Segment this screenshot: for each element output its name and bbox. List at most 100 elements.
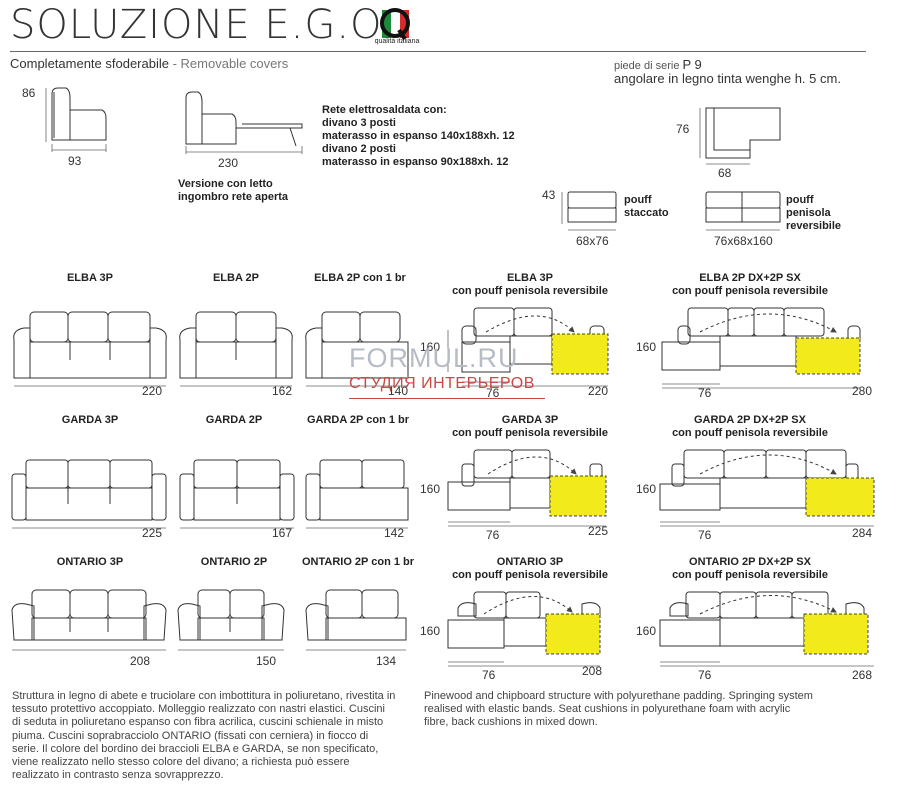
elba-2p-corner-drawing bbox=[661, 307, 861, 389]
pouf-highlight bbox=[803, 613, 869, 655]
net-line-1: divano 3 posti bbox=[322, 117, 396, 129]
corner-width: 280 bbox=[852, 384, 873, 398]
model-name: ELBA 2P bbox=[212, 272, 260, 284]
pouf-highlight bbox=[551, 333, 609, 375]
pouff-height: 43 bbox=[542, 188, 556, 202]
profile-depth: 93 bbox=[68, 154, 82, 168]
corner-depth: 160 bbox=[420, 624, 441, 638]
model-width: 142 bbox=[384, 526, 405, 540]
ontario-2p-1br-drawing bbox=[305, 589, 407, 651]
corner-name-2: con pouff penisola reversibile bbox=[452, 427, 608, 439]
model-width: 225 bbox=[142, 526, 163, 540]
profile-height: 86 bbox=[22, 86, 36, 100]
side-profile-drawing bbox=[45, 87, 107, 152]
model-width: 208 bbox=[130, 654, 151, 668]
foot-drawing bbox=[699, 107, 781, 165]
pouf-highlight bbox=[795, 337, 861, 375]
feet-code: P 9 bbox=[682, 57, 702, 72]
garda-2p-1br-drawing bbox=[305, 459, 409, 529]
pouff-peninsula-label-2: penisola bbox=[786, 207, 831, 219]
corner-name-1: ELBA 3P bbox=[506, 272, 554, 284]
description-en: Pinewood and chipboard structure with po… bbox=[424, 690, 813, 729]
elba-3p-corner-drawing bbox=[447, 307, 609, 387]
corner-pouf-width: 76 bbox=[486, 528, 500, 542]
feet-prefix: piede di serie bbox=[614, 60, 680, 72]
pouff-peninsula-dims: 76x68x160 bbox=[714, 234, 773, 248]
corner-pouf-width: 76 bbox=[486, 386, 500, 400]
corner-width: 220 bbox=[588, 384, 609, 398]
elba-2p-drawing bbox=[179, 311, 293, 387]
corner-name-2: con pouff penisola reversibile bbox=[672, 569, 828, 581]
garda-2p-drawing bbox=[179, 459, 295, 529]
pouff-separate-drawing bbox=[561, 191, 617, 231]
corner-depth: 160 bbox=[636, 624, 657, 638]
model-name: ONTARIO 2P con 1 br bbox=[301, 556, 415, 568]
pouf-highlight bbox=[805, 477, 875, 517]
page-title: SOLUZIONE E.G.O. bbox=[10, 2, 395, 48]
quality-logo: qualità italiana bbox=[368, 6, 426, 48]
garda-3p-corner-drawing bbox=[447, 449, 607, 527]
model-width: 134 bbox=[376, 654, 397, 668]
pouf-highlight bbox=[549, 475, 607, 517]
corner-pouf-width: 76 bbox=[698, 668, 712, 682]
subtitle: Completamente sfoderabile - Removable co… bbox=[10, 56, 288, 71]
model-name: GARDA 3P bbox=[61, 414, 119, 426]
model-width: 162 bbox=[272, 384, 293, 398]
feet-note-line2: angolare in legno tinta wenghe h. 5 cm. bbox=[614, 71, 841, 86]
garda-3p-drawing bbox=[11, 459, 167, 529]
header-divider bbox=[10, 51, 866, 52]
ontario-2p-corner-drawing bbox=[659, 591, 874, 667]
feet-note-line1: piede di serie P 9 bbox=[614, 58, 702, 73]
subtitle-sep: - bbox=[168, 56, 181, 71]
corner-width: 268 bbox=[852, 668, 873, 682]
net-line-2: materasso in espanso 140x188xh. 12 bbox=[322, 130, 515, 142]
corner-width: 225 bbox=[588, 524, 609, 538]
pouff-separate-label-2: staccato bbox=[624, 207, 669, 219]
ontario-3p-drawing bbox=[11, 589, 167, 651]
ontario-2p-drawing bbox=[177, 589, 285, 651]
pouf-highlight bbox=[545, 613, 601, 655]
net-line-3: divano 2 posti bbox=[322, 143, 396, 155]
model-width: 167 bbox=[272, 526, 293, 540]
model-name: GARDA 2P bbox=[205, 414, 263, 426]
bed-caption-2: ingombro rete aperta bbox=[178, 191, 289, 203]
corner-name-1: ONTARIO 2P DX+2P SX bbox=[689, 556, 811, 568]
corner-width: 284 bbox=[852, 526, 873, 540]
quality-logo-icon bbox=[380, 8, 410, 41]
corner-depth: 160 bbox=[636, 340, 657, 354]
watermark-title: FORMUL.RU bbox=[349, 343, 519, 373]
corner-name-1: GARDA 2P DX+2P SX bbox=[694, 414, 806, 426]
foot-height: 76 bbox=[676, 122, 690, 136]
model-name: GARDA 2P con 1 br bbox=[306, 414, 410, 426]
corner-pouf-width: 76 bbox=[482, 668, 496, 682]
model-name: ELBA 2P con 1 br bbox=[314, 272, 406, 284]
pouff-separate-label-1: pouff bbox=[624, 194, 652, 206]
description-it: Struttura in legno di abete e truciolare… bbox=[12, 690, 396, 782]
quality-logo-caption: qualità italiana bbox=[374, 38, 420, 45]
corner-depth: 160 bbox=[636, 482, 657, 496]
elba-3p-drawing bbox=[13, 311, 167, 387]
elba-2p-1br-drawing bbox=[305, 311, 409, 387]
corner-name-2: con pouff penisola reversibile bbox=[672, 285, 828, 297]
watermark-underline bbox=[349, 398, 545, 399]
corner-name-2: con pouff penisola reversibile bbox=[672, 427, 828, 439]
corner-depth: 160 bbox=[420, 340, 441, 354]
ontario-3p-corner-drawing bbox=[447, 591, 601, 667]
model-name: ONTARIO 2P bbox=[200, 556, 268, 568]
model-width: 140 bbox=[388, 384, 409, 398]
corner-name-1: ELBA 2P DX+2P SX bbox=[699, 272, 801, 284]
model-width: 150 bbox=[256, 654, 277, 668]
corner-name-1: ONTARIO 3P bbox=[496, 556, 564, 568]
net-line-0: Rete elettrosaldata con: bbox=[322, 104, 447, 116]
pouff-separate-dims: 68x76 bbox=[576, 234, 609, 248]
pouff-peninsula-label-1: pouff bbox=[786, 194, 814, 206]
corner-name-1: GARDA 3P bbox=[501, 414, 559, 426]
corner-pouf-width: 76 bbox=[698, 386, 712, 400]
watermark-subtitle: СТУДИЯ ИНТЕРЬЕРОВ bbox=[349, 375, 535, 392]
model-name: ELBA 3P bbox=[66, 272, 114, 284]
bed-caption-1: Versione con letto bbox=[178, 178, 273, 190]
bed-profile-drawing bbox=[185, 91, 303, 154]
corner-pouf-width: 76 bbox=[698, 528, 712, 542]
model-name: ONTARIO 3P bbox=[56, 556, 124, 568]
